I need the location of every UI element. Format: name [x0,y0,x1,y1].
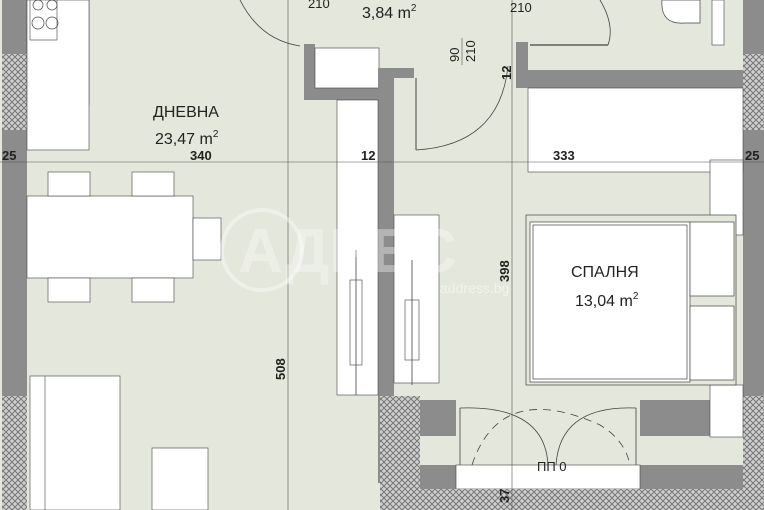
watermark-site: address.bg [440,280,509,296]
left-window-top [2,54,27,130]
living-room-area: 23,47 m2 [155,129,219,148]
balcony-door-left-swing [459,407,549,466]
door-size-width: 90 [447,48,462,62]
bedroom-wall-hatched [380,396,420,510]
right-wall-dimension: 25 [745,148,759,163]
door-height-right: 210 [510,0,532,15]
door-height-left: 210 [308,0,330,11]
right-window-bottom [743,396,764,510]
door-size-height: 210 [463,40,478,62]
bedroom-door-swing [415,65,509,151]
bathroom-area: 3,84 m2 [362,3,417,22]
coffee-table [151,447,209,510]
partition-wall [378,68,414,483]
wardrobe-niche [314,47,380,89]
sofa [29,375,121,510]
living-length-dimension: 508 [273,358,288,380]
watermark-logo: АДРЕС address.bg [220,208,509,296]
balcony-wall-left [420,400,456,436]
right-window-top [743,54,764,130]
balcony-hatch [420,489,743,510]
inner-wall-dimension: 12 [361,148,375,163]
living-room-name: ДНЕВНА [153,104,219,121]
balcony-door-label: ПП 0 [537,459,567,474]
bedroom-dresser [709,384,744,438]
watermark-text: АДРЕС [238,217,457,286]
bed [525,214,737,386]
bath-wall-dimension: 12 [499,66,514,80]
bathroom-door-right-swing [599,0,611,46]
left-window-bottom [2,396,27,510]
bathroom-wall-left [304,44,379,100]
left-wall-dimension: 25 [2,148,16,163]
bedroom-name: СПАЛНЯ [571,264,639,281]
bedroom-length-dimension: 398 [497,260,512,282]
bathroom-shelf [711,0,725,46]
bedroom-wardrobe [393,214,440,384]
bedroom-area: 13,04 m2 [575,291,639,310]
dining-table [26,171,222,303]
living-wardrobe [336,99,379,396]
bedroom-width-dimension: 333 [553,148,575,163]
kitchen-counter [26,0,90,151]
bathroom-cabinet [527,87,744,173]
bathroom-wall-right [516,42,743,88]
sill-dimension: 37 [497,489,512,503]
living-width-dimension: 340 [190,148,212,163]
bathroom-door-left-swing [239,0,301,47]
balcony-door-opening-arc [471,409,631,466]
balcony-door-right-swing [555,407,637,466]
toilet [661,0,701,24]
